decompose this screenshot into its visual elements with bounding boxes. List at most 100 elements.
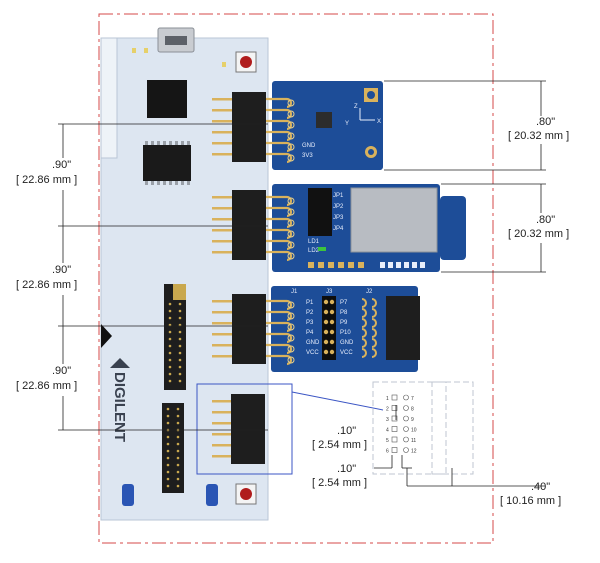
header-pin <box>176 477 180 481</box>
host-header-pin <box>212 109 232 112</box>
module3-pin <box>323 339 329 345</box>
header-pin <box>166 456 170 460</box>
module3-label: P7 <box>340 300 348 306</box>
module2-pad <box>328 262 334 268</box>
header-pin <box>178 337 182 341</box>
module3-pin <box>323 299 329 305</box>
header-pin <box>176 456 180 460</box>
module3-loop <box>361 318 377 328</box>
module-pins <box>266 97 295 366</box>
pinout-pad-square <box>391 394 398 401</box>
module3-label: P2 <box>306 310 314 316</box>
pinout-number-left: 6 <box>386 449 389 455</box>
header-2x12 <box>164 284 186 390</box>
dim-pinpitch-v-inch: .10" <box>337 425 356 437</box>
header-pin <box>178 351 182 355</box>
module2-pad <box>318 262 324 268</box>
header-pin <box>178 379 182 383</box>
host-header-pin <box>212 455 231 458</box>
pmod-module-1: GND 3V3 Z Y X <box>272 81 383 170</box>
module-pin <box>266 332 293 344</box>
pinout-pad-square <box>391 436 398 443</box>
header-pin <box>176 435 180 439</box>
soic-lead <box>151 181 154 185</box>
host-header-4 <box>231 394 265 464</box>
module1-label-y: Y <box>345 121 349 127</box>
module-pin <box>266 250 293 262</box>
pinout-number-left: 4 <box>386 428 389 434</box>
module3-loop <box>361 308 377 318</box>
module2-pad <box>380 262 385 268</box>
module-pad <box>287 345 295 353</box>
pinout-number-right: 11 <box>411 438 416 444</box>
soic-lead <box>181 181 184 185</box>
header-pin <box>176 407 180 411</box>
soic-lead <box>145 181 148 185</box>
module3-label: P1 <box>306 300 314 306</box>
module-pad <box>287 301 295 309</box>
header-pin <box>178 309 182 313</box>
soic-lead <box>157 181 160 185</box>
module2-label-jp2: JP2 <box>333 204 344 210</box>
module3-label: GND <box>306 340 320 346</box>
dim-pitch3-inch: .90" <box>52 365 71 377</box>
dim-module1-mm: [ 20.32 mm ] <box>508 130 569 142</box>
header-pin <box>178 344 182 348</box>
module-pad <box>287 99 295 107</box>
soic-lead <box>175 181 178 185</box>
module2-label-ld1: LD1 <box>308 239 320 245</box>
pinout-number-left: 1 <box>386 396 389 402</box>
host-header-pin <box>212 433 231 436</box>
module3-pin <box>323 309 329 315</box>
sensor-chip <box>316 112 332 128</box>
module3-label-j3: J3 <box>326 289 333 295</box>
pinout-number-left: 3 <box>386 417 389 423</box>
dim-rowspacing-inch: .40" <box>531 481 550 493</box>
module-pin <box>266 141 293 153</box>
module-pin <box>266 321 293 333</box>
soic-lead <box>145 141 148 145</box>
header-pin <box>168 358 172 362</box>
pinout-pad-square <box>391 415 398 422</box>
module3-label: P9 <box>340 320 348 326</box>
soic-lead <box>163 181 166 185</box>
dim-pitch1-inch: .90" <box>52 159 71 171</box>
module-pin <box>266 130 293 142</box>
pinout-pad-square <box>391 405 398 411</box>
module3-pin <box>323 349 329 355</box>
module2-label-jp4: JP4 <box>333 226 344 232</box>
module-pin <box>266 97 293 109</box>
module-pin <box>266 206 293 218</box>
header-pin <box>176 463 180 467</box>
header-pin <box>166 421 170 425</box>
host-header-pin <box>212 300 232 303</box>
pinout-number-left: 2 <box>386 407 389 413</box>
header-pin <box>168 344 172 348</box>
module1-label-z: Z <box>354 104 358 110</box>
chip-square <box>147 80 187 118</box>
pinout-pad-round <box>403 426 409 432</box>
host-header <box>232 294 266 364</box>
host-header-pin <box>212 322 232 325</box>
module2-pad <box>348 262 354 268</box>
alignment-marker <box>101 324 112 348</box>
pinout-number-right: 8 <box>411 407 414 413</box>
dim-pinpitch-v-mm: [ 2.54 mm ] <box>312 439 367 451</box>
module3-label: VCC <box>306 350 319 356</box>
module3-loop <box>361 338 377 348</box>
dim-module2-mm: [ 20.32 mm ] <box>508 228 569 240</box>
module-pin <box>266 239 293 251</box>
header-pin <box>168 365 172 369</box>
dim-module2-inch: .80" <box>536 214 555 226</box>
module-pin <box>266 310 293 322</box>
dimension-lines <box>58 80 546 487</box>
switch-right <box>206 484 218 506</box>
dim-pinpitch-h-inch: .10" <box>337 463 356 475</box>
module-pin <box>266 152 293 164</box>
module-pad <box>287 241 295 249</box>
pinout-pad-round <box>403 436 409 443</box>
module-pad <box>287 154 295 162</box>
